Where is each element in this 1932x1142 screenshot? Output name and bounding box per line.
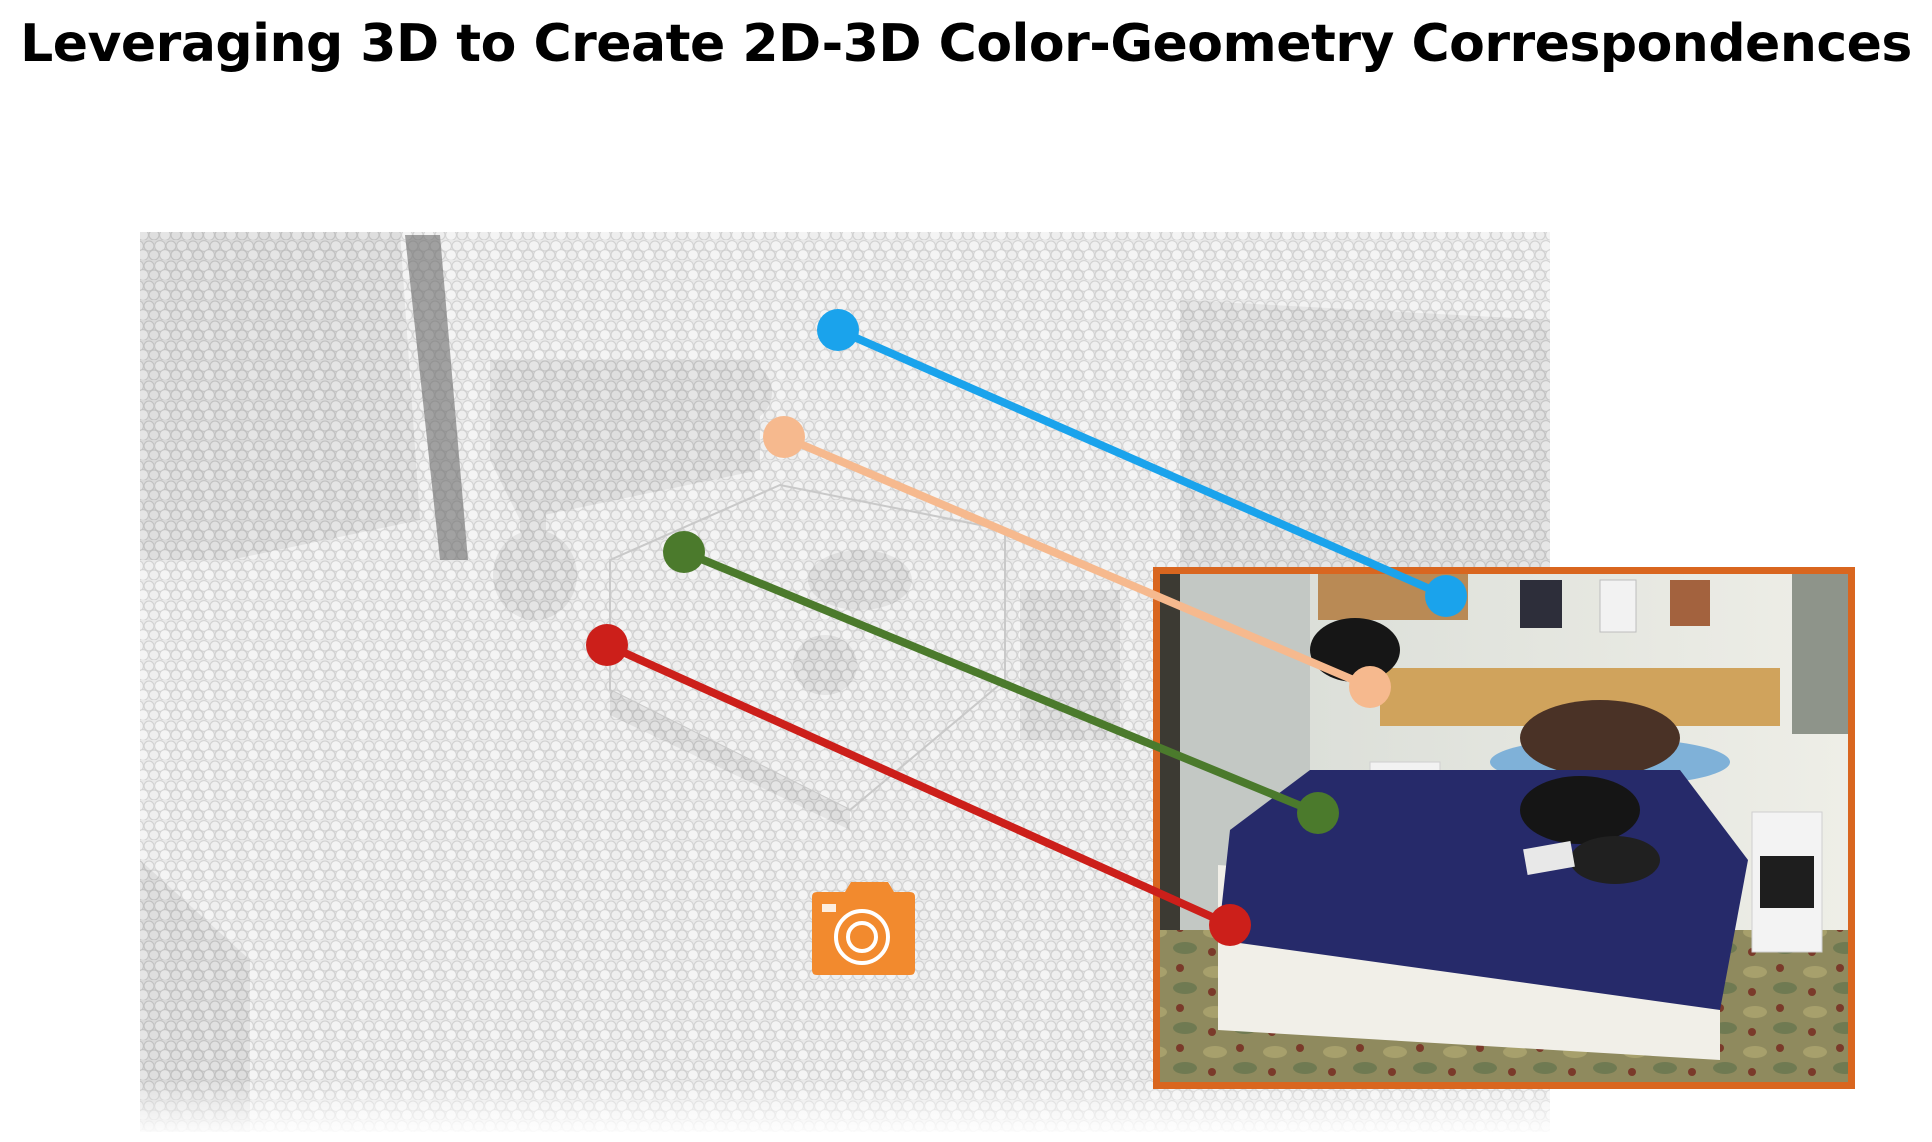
point-cloud-lamp <box>704 360 772 424</box>
point-cloud-nightstand <box>1020 590 1120 740</box>
point-cloud-doorway <box>405 235 468 560</box>
point-cloud-guitar-neck <box>520 448 546 543</box>
photo-brown-pillow <box>1520 700 1680 776</box>
point-cloud-shelf <box>490 360 760 520</box>
correspondence-point-2d-headboard <box>1349 666 1391 708</box>
point-cloud-pillow <box>808 550 912 610</box>
photo-bed-bag <box>1520 776 1640 844</box>
correspondence-point-3d-wall-lamp <box>817 309 859 351</box>
point-cloud-right-wall <box>1180 300 1550 600</box>
point-cloud-guitar-body <box>493 530 577 620</box>
correspondence-point-2d-floor <box>1209 904 1251 946</box>
point-cloud-bag <box>793 635 857 695</box>
rgb-photo <box>1153 567 1855 1089</box>
camera-icon <box>812 882 915 975</box>
photo-poster-1 <box>1520 580 1562 628</box>
correspondence-point-2d-bed-corner <box>1297 792 1339 834</box>
correspondence-point-2d-wall-lamp <box>1425 575 1467 617</box>
correspondence-line-bed-corner <box>680 548 1322 817</box>
point-cloud-bed-side <box>610 690 850 830</box>
photo-poster-2 <box>1599 579 1637 633</box>
correspondence-line-floor <box>603 641 1234 929</box>
point-cloud-ledge <box>140 860 250 1132</box>
correspondence-line-headboard <box>780 433 1374 691</box>
photo-poster-3 <box>1670 580 1710 626</box>
correspondence-lines <box>586 309 1467 946</box>
correspondence-line-wall-lamp <box>834 326 1450 600</box>
correspondence-point-3d-headboard <box>763 416 805 458</box>
correspondence-point-3d-bed-corner <box>663 531 705 573</box>
photo-wall-bag <box>1310 618 1400 682</box>
correspondence-point-3d-floor <box>586 624 628 666</box>
slide-title: Leveraging 3D to Create 2D-3D Color-Geom… <box>20 14 1912 74</box>
point-cloud-left-wall <box>140 232 420 560</box>
